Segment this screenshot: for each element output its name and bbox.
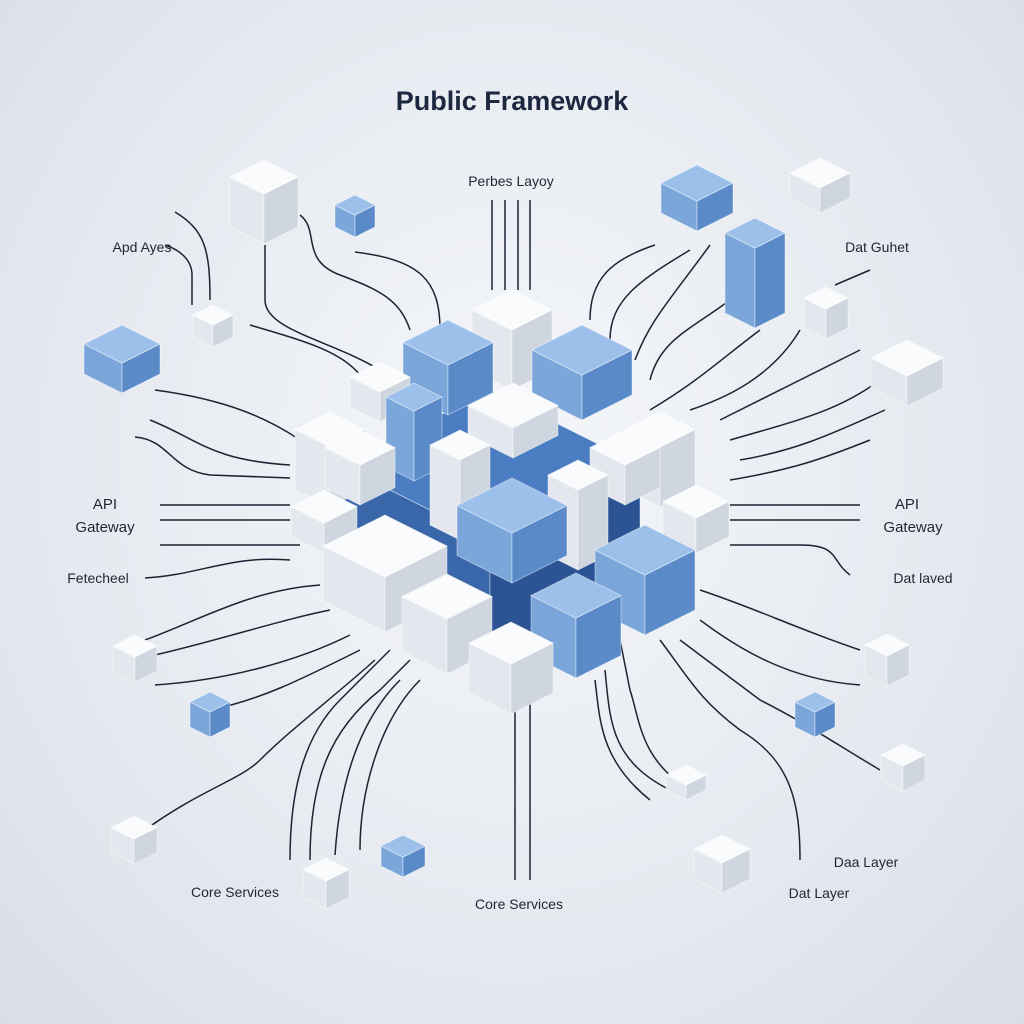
blue-cube: [334, 194, 376, 238]
white-cube: [693, 834, 751, 894]
connector-line: [604, 669, 671, 791]
label-top-right: Dat Guhet: [845, 239, 909, 255]
label-bottom-right-1: Daa Layer: [833, 854, 899, 870]
connector-line: [739, 409, 886, 461]
white-cube: [302, 857, 350, 910]
blue-cube: [380, 834, 426, 878]
connector-line: [174, 211, 211, 301]
white-cube: [324, 429, 396, 506]
blue-cube: [189, 691, 231, 738]
label-right-api: API: [894, 496, 920, 513]
connector-line: [309, 659, 411, 861]
connector-line: [609, 249, 691, 341]
connector-line: [649, 299, 731, 381]
connector-line: [289, 649, 391, 861]
blue-cube: [724, 217, 786, 329]
connector-line: [144, 584, 321, 641]
connector-line: [729, 379, 881, 441]
connector-line: [149, 419, 291, 466]
label-right-mid: Dat laved: [893, 570, 953, 586]
white-cube: [665, 764, 707, 801]
label-left-gateway: Gateway: [75, 519, 135, 536]
label-top-left: Apd Ayes: [112, 239, 172, 255]
connector-line: [144, 659, 376, 831]
blue-cube: [660, 164, 734, 232]
white-cube: [864, 633, 910, 687]
white-cube: [468, 621, 554, 715]
connector-line: [699, 589, 861, 651]
connector-line: [719, 349, 861, 421]
connector-line: [729, 439, 871, 481]
connector-line: [154, 609, 331, 656]
white-cube: [322, 514, 448, 633]
connector-line: [659, 639, 801, 861]
white-cube: [290, 489, 358, 554]
blue-cube: [456, 477, 568, 584]
connector-line: [299, 214, 411, 331]
connector-line: [834, 269, 871, 286]
blue-cube: [531, 324, 633, 421]
connector-line: [730, 544, 851, 576]
white-cube: [229, 159, 299, 245]
label-left-mid: Fetecheel: [67, 570, 129, 586]
white-cube: [789, 157, 851, 214]
white-cube: [112, 634, 158, 683]
connector-line: [589, 244, 656, 321]
connector-line: [249, 324, 361, 376]
label-bottom-left: Core Services: [191, 884, 279, 900]
connector-line: [634, 244, 711, 361]
diagram-title: Public Framework: [395, 86, 629, 116]
connector-line: [689, 329, 801, 411]
label-bottom-center: Core Services: [475, 896, 563, 912]
connector-line: [154, 389, 301, 441]
label-right-gateway: Gateway: [883, 519, 943, 536]
connector-line: [649, 329, 761, 411]
label-top-center: Perbes Layoy: [468, 173, 554, 189]
white-cube: [110, 815, 158, 865]
white-cube: [880, 743, 926, 792]
label-left-api: API: [92, 496, 118, 513]
connector-line: [354, 251, 441, 331]
white-cube: [192, 304, 234, 348]
connector-line: [264, 245, 381, 371]
blue-cube: [83, 324, 161, 394]
white-cube: [589, 429, 661, 506]
white-cube: [803, 286, 849, 340]
label-bottom-right-2: Dat Layer: [788, 885, 850, 901]
connector-line: [334, 679, 401, 856]
connector-line: [134, 436, 291, 479]
connector-line: [594, 679, 651, 801]
connector-line: [154, 634, 351, 686]
connector-line: [164, 244, 193, 305]
connector-line: [359, 679, 421, 851]
connector-line: [699, 619, 861, 686]
white-cube: [870, 339, 944, 407]
white-cube: [467, 382, 559, 459]
connector-line: [144, 558, 291, 579]
blue-cube: [794, 691, 836, 738]
